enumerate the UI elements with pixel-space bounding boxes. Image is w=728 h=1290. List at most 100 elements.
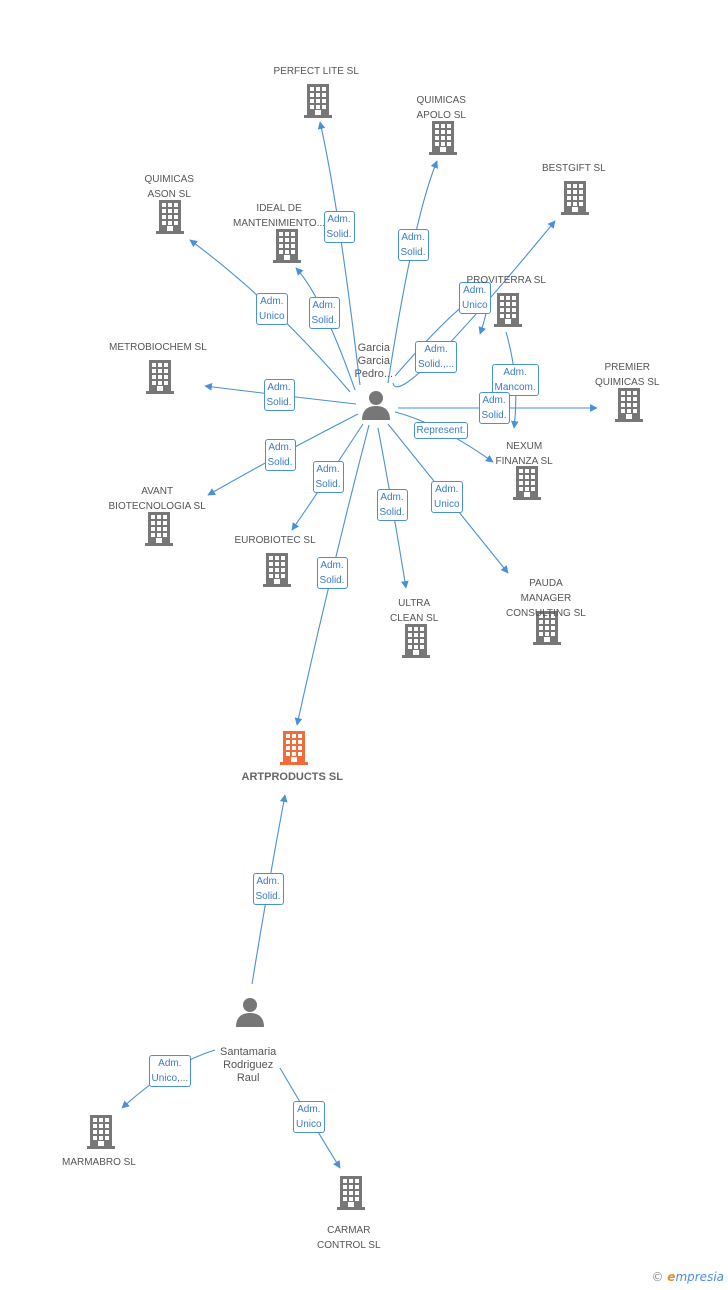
node-label-line: PROVITERRA SL [466,275,546,286]
edge-garcia-to-ideal [295,267,356,391]
edge-role-text: Adm. [435,484,459,495]
edge-role-label[interactable]: Adm. Unico [459,282,491,314]
edge-role-text: Adm. [424,344,448,355]
edge-role-label[interactable]: Adm.Solid. [478,392,510,424]
edge-role-label[interactable]: Adm. Solid. [397,229,429,261]
node-label-line: MANTENIMIENTO... [233,218,326,229]
edge-role-label[interactable]: Adm.Solid.,... [415,341,458,373]
node-label-bestgift[interactable]: BESTGIFT SL [542,161,606,176]
edge-role-label[interactable]: Adm. Unico,... [148,1055,192,1087]
node-label-line: Pedro... [354,368,394,380]
edge-role-text: Adm. [297,1104,321,1115]
edge-role-text: Solid. [311,315,337,326]
node-label-line: Garcia [357,342,390,354]
edge-role-label[interactable]: Adm.Solid. [264,439,296,471]
brand-initial: e [667,1270,676,1284]
node-label-line: QUIMICAS [416,95,466,106]
edge-role-label[interactable]: Adm.Solid. [376,489,408,521]
node-label-line: Raul [236,1072,260,1084]
building-icon[interactable] [304,84,332,118]
node-label-line: Garcia [357,355,390,367]
edge-role-text: Adm. [401,232,425,243]
edge-role-text: Unico [462,300,488,311]
edge-role-label[interactable]: Represent. [413,421,469,439]
node-label-line: PREMIER [604,362,651,373]
building-icon[interactable] [280,731,308,765]
edge-role-text: Unico [434,499,460,510]
edge-role-text: Solid. [266,397,292,408]
copyright-symbol: © [651,1270,664,1284]
node-label-line: PAUDA [529,578,563,589]
node-label-perfect-lite[interactable]: PERFECT LITE SL [274,64,359,79]
edge-role-text: Adm. [158,1058,182,1069]
node-label-artproducts[interactable]: ARTPRODUCTS SL [242,770,343,785]
edge-role-text: Unico,... [151,1073,189,1084]
edge-role-text: Adm. [463,285,487,296]
edge-role-label[interactable]: Adm.Unico [256,293,288,325]
edge-role-label[interactable]: Adm.Solid. [263,379,295,411]
edge-role-label[interactable]: Adm. Mancom. [491,364,539,396]
building-icon[interactable] [87,1115,115,1149]
edge-role-label[interactable]: Adm.Solid. [323,211,355,243]
building-icon[interactable] [146,360,174,394]
node-label-quimicas-apolo[interactable]: QUIMICAS APOLO SL [417,93,466,123]
building-icon[interactable] [494,293,522,327]
edge-role-label[interactable]: Adm.Solid. [316,557,348,589]
edge-role-text: Adm. [380,492,404,503]
edge-role-text: Solid. [400,247,426,258]
brand-name: mpresia [675,1270,724,1284]
building-icon[interactable] [156,200,184,234]
edge-role-label[interactable]: Adm.Solid. [312,461,344,493]
node-label-nexum[interactable]: NEXUM FINANZA SL [496,439,553,469]
edge-role-label[interactable]: Adm.Solid. [252,873,284,905]
node-label-line: Rodriguez [223,1059,274,1071]
node-label-line: IDEAL DE [256,203,302,214]
node-label-proviterra[interactable]: PROVITERRA SL [467,273,546,288]
node-label-line: Santamaria [220,1046,277,1058]
node-label-line: PERFECT LITE SL [273,66,359,77]
edge-role-text: Adm. [327,214,351,225]
building-icon[interactable] [561,181,589,215]
edge-role-text: Represent. [416,424,466,436]
node-label-line: NEXUM [506,441,543,452]
person-icon[interactable] [236,998,264,1027]
building-icon[interactable] [615,388,643,422]
node-label-marmabro[interactable]: MARMABRO SL [62,1155,136,1170]
node-label-line: FINANZA SL [495,456,553,467]
node-label-line: CONSULTING SL [506,608,586,619]
building-icon[interactable] [273,229,301,263]
node-label-eurobiotec[interactable]: EUROBIOTEC SL [235,533,316,548]
building-icon[interactable] [513,466,541,500]
edge-role-text: Mancom. [494,382,536,393]
building-icon[interactable] [263,553,291,587]
edge-role-text: Adm. [503,367,527,378]
edge-role-text: Adm. [268,442,292,453]
node-label-metrobiochem[interactable]: METROBIOCHEM SL [109,340,207,355]
node-label-line: APOLO SL [416,110,466,121]
edge-role-label[interactable]: Adm. Unico [431,481,463,513]
node-label-line: AVANT [141,486,174,497]
building-icon[interactable] [337,1176,365,1210]
person-icon[interactable] [362,391,390,420]
edge-role-label[interactable]: Adm.Unico [293,1101,325,1133]
node-label-line: QUIMICAS [144,174,194,185]
edge-role-text: Solid. [319,575,345,586]
edge-role-label[interactable]: Adm.Solid. [308,297,340,329]
building-icon[interactable] [145,512,173,546]
edge-role-text: Solid. [255,891,281,902]
node-label-line: CONTROL SL [317,1240,381,1251]
building-icon[interactable] [402,624,430,658]
node-label-line: ARTPRODUCTS SL [241,771,343,783]
node-label-ideal[interactable]: IDEAL DE MANTENIMIENTO... [233,201,325,231]
building-icon[interactable] [429,121,457,155]
node-label-line: METROBIOCHEM SL [109,342,207,353]
